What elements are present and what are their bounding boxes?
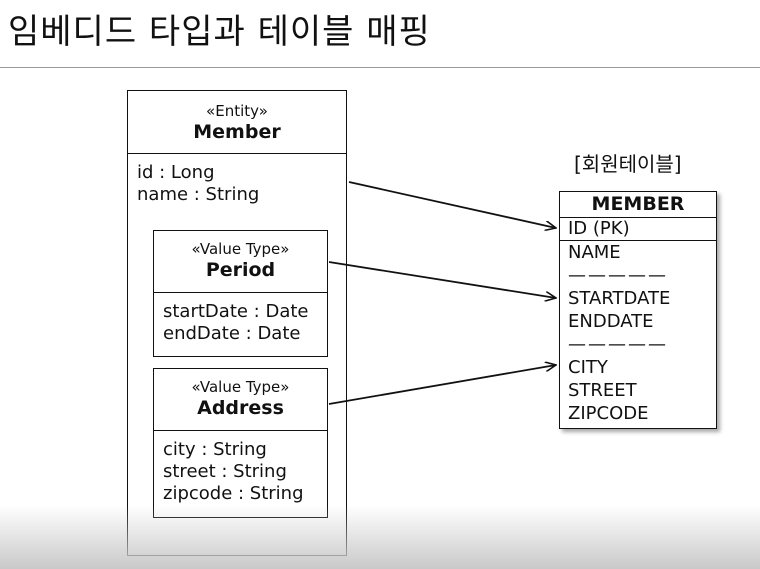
entity-attribute: id : Long [137, 162, 215, 183]
table-pk-column: ID (PK) [560, 218, 716, 241]
table-column: STARTDATE [568, 288, 671, 309]
value-type-name: Address [197, 397, 284, 419]
value-type-attribute: street : String [163, 461, 287, 482]
table-separator: ————— [568, 334, 668, 355]
table-column: STREET [568, 380, 637, 401]
value-type-stereotype: «Value Type» [191, 240, 290, 258]
value-type-header: «Value Type» Period [154, 231, 327, 293]
title-divider [0, 67, 760, 68]
table-name: MEMBER [560, 192, 716, 218]
value-type-attribute: zipcode : String [163, 483, 304, 504]
table-column: CITY [568, 357, 608, 378]
arrow-period-to-table [328, 261, 556, 298]
entity-stereotype: «Entity» [206, 102, 268, 120]
value-type-address-box: «Value Type» Address city : String stree… [153, 368, 328, 518]
value-type-stereotype: «Value Type» [191, 378, 290, 396]
value-type-attributes: startDate : Date endDate : Date [154, 293, 327, 345]
value-type-attribute: city : String [163, 439, 267, 460]
table-separator: ————— [568, 265, 668, 286]
arrow-member-to-table [348, 181, 556, 228]
value-type-attribute: endDate : Date [163, 323, 301, 344]
value-type-period-box: «Value Type» Period startDate : Date end… [153, 230, 328, 357]
entity-attribute: name : String [137, 184, 260, 205]
entity-header: «Entity» Member [128, 91, 346, 154]
member-table-box: MEMBER ID (PK) NAME ————— STARTDATE ENDD… [559, 191, 717, 429]
entity-member-box: «Entity» Member id : Long name : String … [127, 90, 347, 556]
value-type-attributes: city : String street : String zipcode : … [154, 431, 327, 505]
value-type-header: «Value Type» Address [154, 369, 327, 431]
table-caption: [회원테이블] [574, 152, 682, 176]
entity-attributes: id : Long name : String [128, 154, 346, 206]
table-column: NAME [568, 242, 621, 263]
value-type-name: Period [205, 259, 276, 281]
entity-name: Member [193, 121, 281, 143]
table-column: ZIPCODE [568, 403, 649, 424]
value-type-attribute: startDate : Date [163, 301, 309, 322]
table-column: ENDDATE [568, 311, 654, 332]
bottom-shadow [0, 505, 760, 569]
page-title: 임베디드 타입과 테이블 매핑 [8, 12, 431, 52]
arrow-address-to-table [328, 365, 556, 405]
